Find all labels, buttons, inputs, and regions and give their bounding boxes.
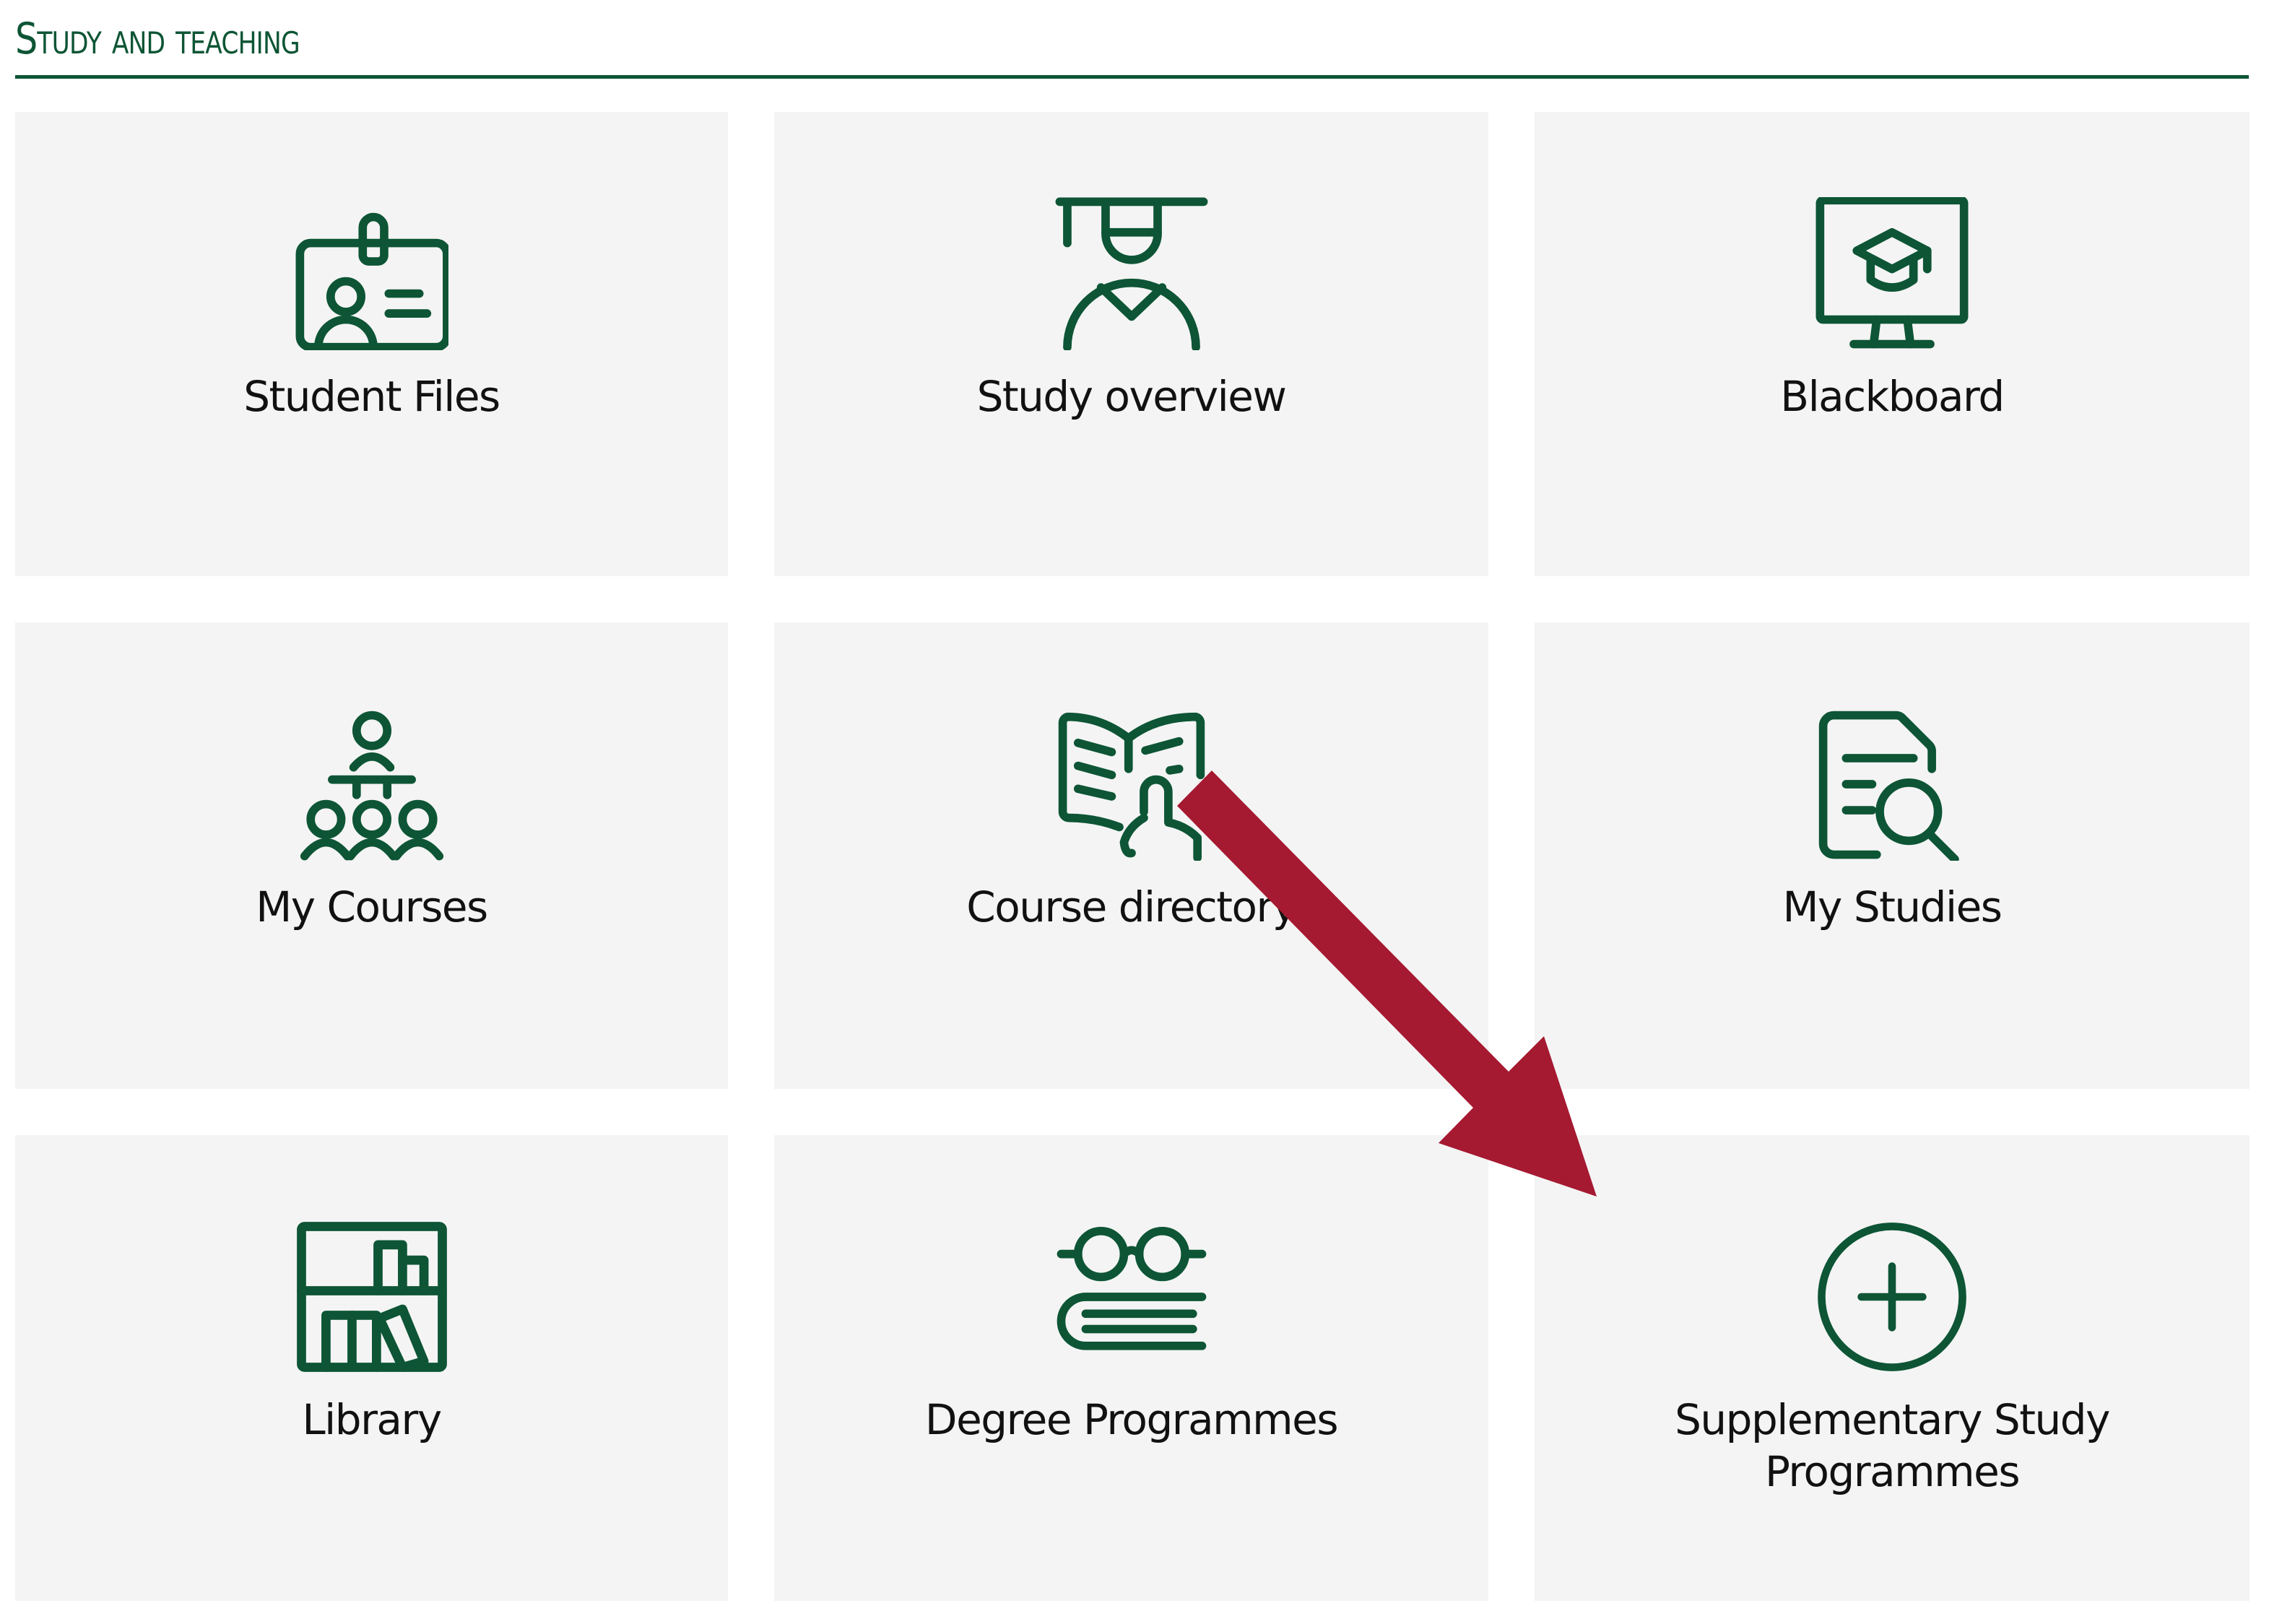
study-teaching-tile-grid: Student Files Study overview (15, 112, 2250, 1601)
tile-my-courses[interactable]: My Courses (15, 622, 728, 1089)
glasses-book-icon (1055, 1220, 1208, 1373)
tile-label: Student Files (243, 372, 500, 421)
plus-circle-icon (1815, 1220, 1969, 1373)
tile-supplementary-study-programmes[interactable]: Supplementary Study Programmes (1535, 1135, 2250, 1601)
tile-label: Library (302, 1395, 442, 1444)
section-title: Study and teaching (15, 14, 300, 64)
graduate-student-icon (1055, 197, 1208, 350)
tile-label: My Courses (256, 882, 488, 932)
tile-label: Study overview (976, 372, 1287, 421)
tile-library[interactable]: Library (15, 1135, 728, 1601)
open-book-reading-icon (1055, 708, 1208, 861)
tile-degree-programmes[interactable]: Degree Programmes (774, 1135, 1488, 1601)
tile-label: My Studies (1782, 882, 2003, 932)
tile-label: Course directory (966, 882, 1297, 932)
tile-study-overview[interactable]: Study overview (774, 112, 1488, 576)
tile-label: Supplementary Study Programmes (1675, 1395, 2110, 1496)
document-search-icon (1815, 708, 1969, 861)
tile-label: Blackboard (1780, 372, 2005, 421)
tile-blackboard[interactable]: Blackboard (1535, 112, 2250, 576)
tile-student-files[interactable]: Student Files (15, 112, 728, 576)
id-badge-icon (295, 197, 448, 350)
section-divider (15, 75, 2249, 79)
teacher-students-icon (295, 708, 448, 861)
tile-label: Degree Programmes (924, 1395, 1339, 1444)
bookshelf-icon (295, 1220, 448, 1373)
tile-course-directory[interactable]: Course directory (774, 622, 1488, 1089)
tile-my-studies[interactable]: My Studies (1535, 622, 2250, 1089)
section-header: Study and teaching (15, 0, 2249, 79)
monitor-graduation-cap-icon (1815, 197, 1969, 350)
